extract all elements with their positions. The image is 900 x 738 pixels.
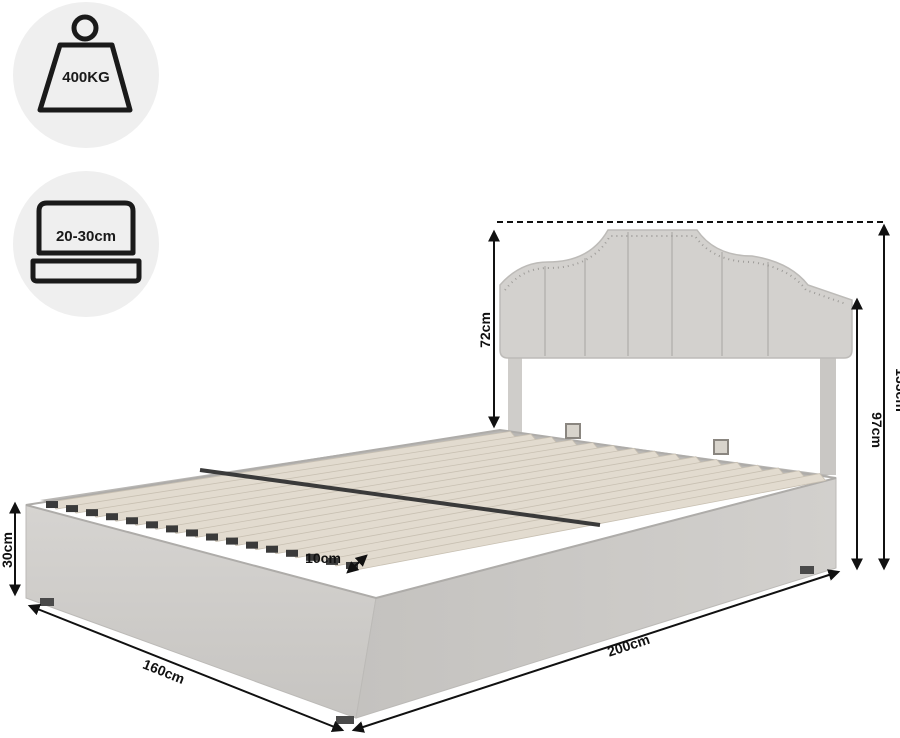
frame-top-rim: [25, 428, 837, 600]
slat-holder: [286, 549, 298, 557]
leg-height-label: 97cm: [869, 412, 885, 448]
slat-holder: [66, 505, 78, 513]
headboard: [499, 229, 853, 475]
slat-holder: [206, 533, 218, 541]
slat-width-arrow: [346, 554, 368, 574]
slat-holder: [126, 517, 138, 525]
slat-base: [46, 430, 827, 571]
slat-holder: [186, 529, 198, 537]
slat-width-label: 10cm: [305, 550, 341, 566]
slat-holder: [306, 553, 318, 561]
headboard-nailhead-trim: [504, 235, 847, 305]
frame-foot: [40, 598, 54, 606]
headboard-height-label: 72cm: [477, 312, 493, 348]
slat-holder: [226, 537, 238, 545]
weight-badge: 400KG: [13, 2, 159, 148]
slat-holder: [146, 521, 158, 529]
slat-holder: [266, 545, 278, 553]
slat-holder: [106, 513, 118, 521]
mattress-thickness-label: 20-30cm: [55, 228, 117, 245]
width-label: 160cm: [141, 656, 187, 687]
length-arrow: [351, 569, 841, 733]
weight-icon: [37, 14, 133, 113]
frame-foot: [336, 716, 354, 724]
frame-foot: [800, 566, 814, 574]
mattress-icon: [30, 200, 142, 284]
slat-holder: [46, 501, 58, 509]
width-arrow: [27, 603, 345, 733]
headboard-panel: [499, 229, 853, 359]
dimension-lines: [9, 221, 890, 733]
frame-height-label: 30cm: [0, 532, 15, 568]
slat-holder: [326, 557, 338, 565]
slat-holder: [166, 525, 178, 533]
slat-holder: [86, 509, 98, 517]
headboard-channels: [544, 232, 769, 356]
headboard-right-leg: [820, 350, 836, 475]
lift-hinges: [565, 423, 729, 455]
headboard-left-leg: [508, 350, 522, 432]
centre-support-rail: [199, 468, 601, 527]
total-height-label: 133cm: [893, 368, 900, 412]
slat-holder: [246, 541, 258, 549]
weight-capacity-label: 400KG: [62, 69, 110, 86]
mattress-badge: 20-30cm: [13, 171, 159, 317]
